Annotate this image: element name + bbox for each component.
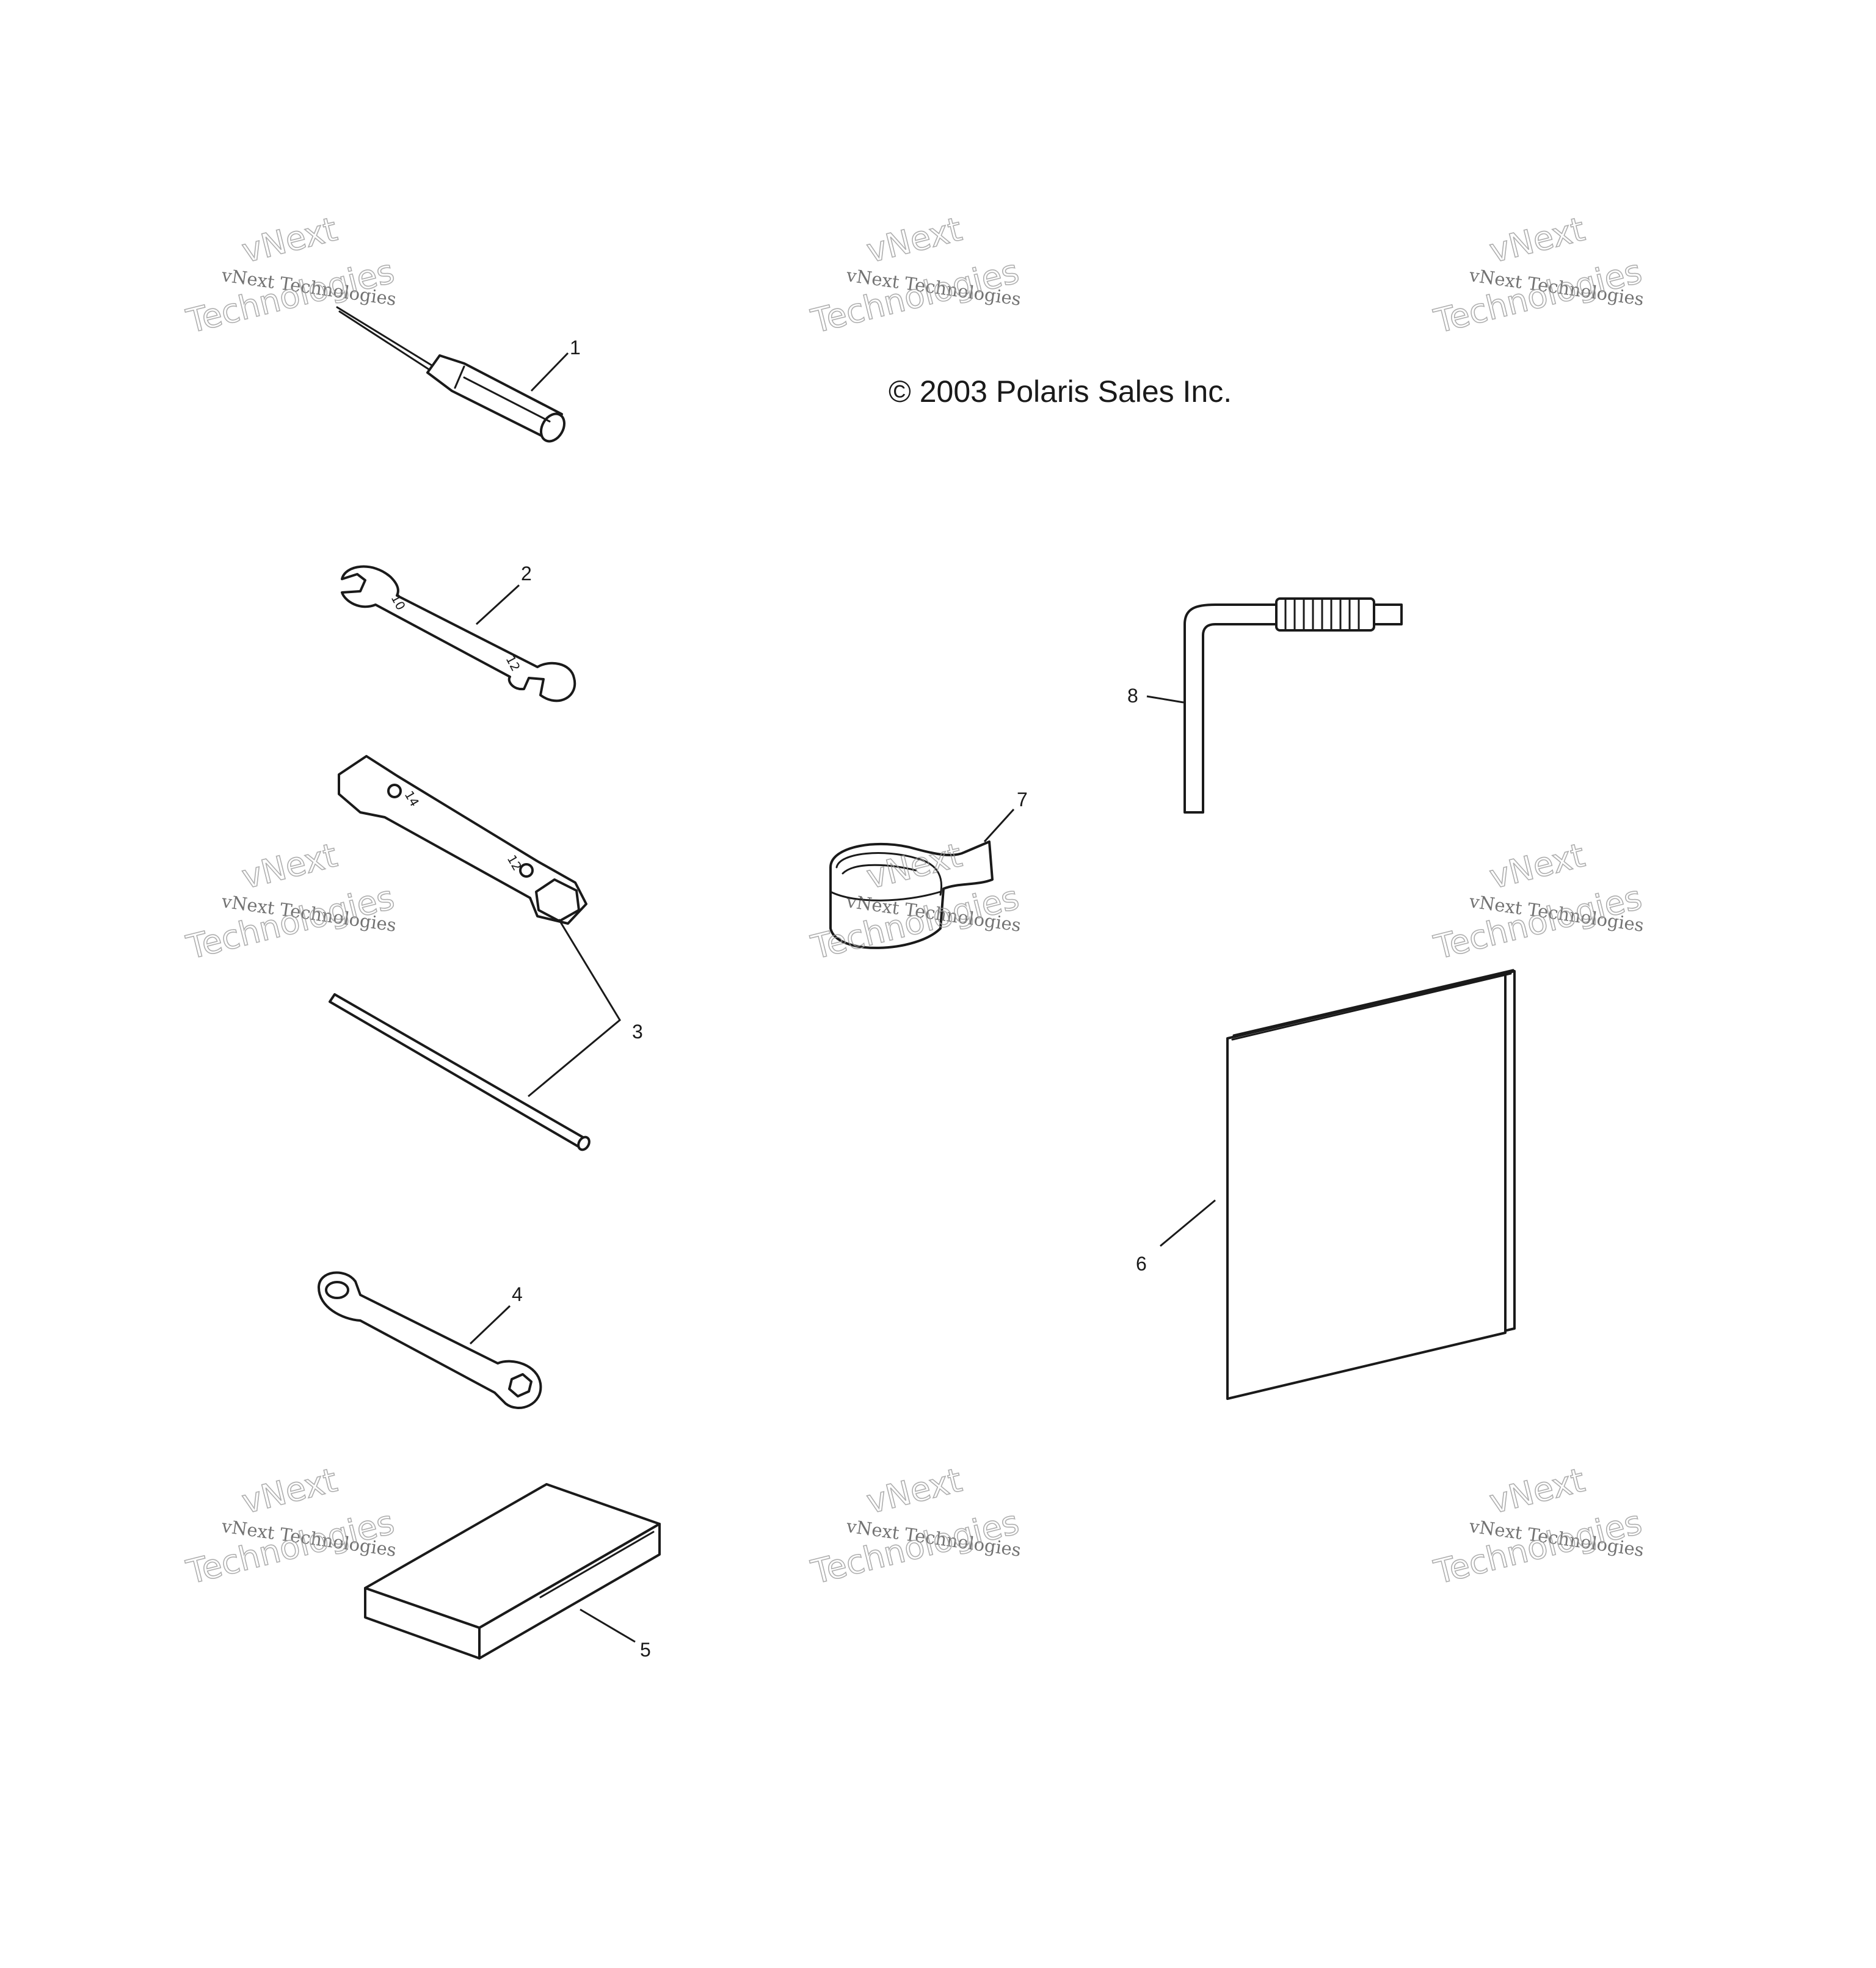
svg-text:Technologies: Technologies [807,1503,1023,1592]
copyright-text: © 2003 Polaris Sales Inc. [889,374,1232,409]
svg-text:Technologies: Technologies [183,1503,398,1592]
watermark-4: vNext Technologies vNext Technologies [182,836,398,968]
callout-5: 5 [640,1639,651,1661]
svg-text:vNext: vNext [238,836,341,896]
callout-1: 1 [570,337,581,359]
callout-3: 3 [632,1021,643,1043]
allen-wrench [1183,597,1403,814]
allen-wrench-grip [1275,597,1375,632]
leader-1 [530,352,569,392]
leader-4 [469,1305,511,1345]
leader-3 [528,919,621,1098]
svg-text:Technologies: Technologies [1430,1503,1646,1592]
svg-text:Technologies: Technologies [183,878,398,967]
watermark-1: vNext Technologies vNext Technologies [182,210,398,341]
svg-text:Technologies: Technologies [1430,878,1646,967]
watermark-2: vNext Technologies vNext Technologies [807,210,1023,341]
strap [829,840,994,949]
svg-text:vNext: vNext [863,210,965,270]
svg-text:vNext: vNext [1486,1460,1588,1521]
svg-text:vNext: vNext [863,1460,965,1521]
watermark-8: vNext Technologies vNext Technologies [807,1460,1023,1592]
svg-text:vNext: vNext [238,1460,341,1521]
open-end-wrench: 10 12 [341,565,576,702]
tube-wrench: 14 12 [338,755,587,925]
leader-5 [580,1608,636,1643]
box-end-wrench [318,1271,542,1410]
watermark-9: vNext Technologies vNext Technologies [1430,1460,1646,1592]
callout-4: 4 [512,1283,523,1305]
tool-pouch [364,1483,661,1660]
leader-8 [1146,695,1184,704]
watermark-7: vNext Technologies vNext Technologies [182,1460,398,1592]
svg-text:vNext: vNext [1486,210,1588,270]
watermark-3: vNext Technologies vNext Technologies [1430,210,1646,341]
svg-text:Technologies: Technologies [807,252,1023,341]
leader-7 [983,808,1015,843]
svg-text:vNext: vNext [238,210,341,270]
screwdriver [336,306,565,443]
callout-2: 2 [521,563,532,585]
watermark-6: vNext Technologies vNext Technologies [1430,836,1646,968]
svg-text:vNext: vNext [1486,836,1588,896]
callout-7: 7 [1017,789,1028,811]
leader-6 [1160,1199,1216,1247]
owners-manual [1226,969,1516,1400]
svg-text:Technologies: Technologies [1430,252,1646,341]
leader-2 [475,584,520,625]
callout-6: 6 [1136,1253,1147,1275]
callout-8: 8 [1127,685,1138,707]
tommy-bar [329,993,591,1151]
